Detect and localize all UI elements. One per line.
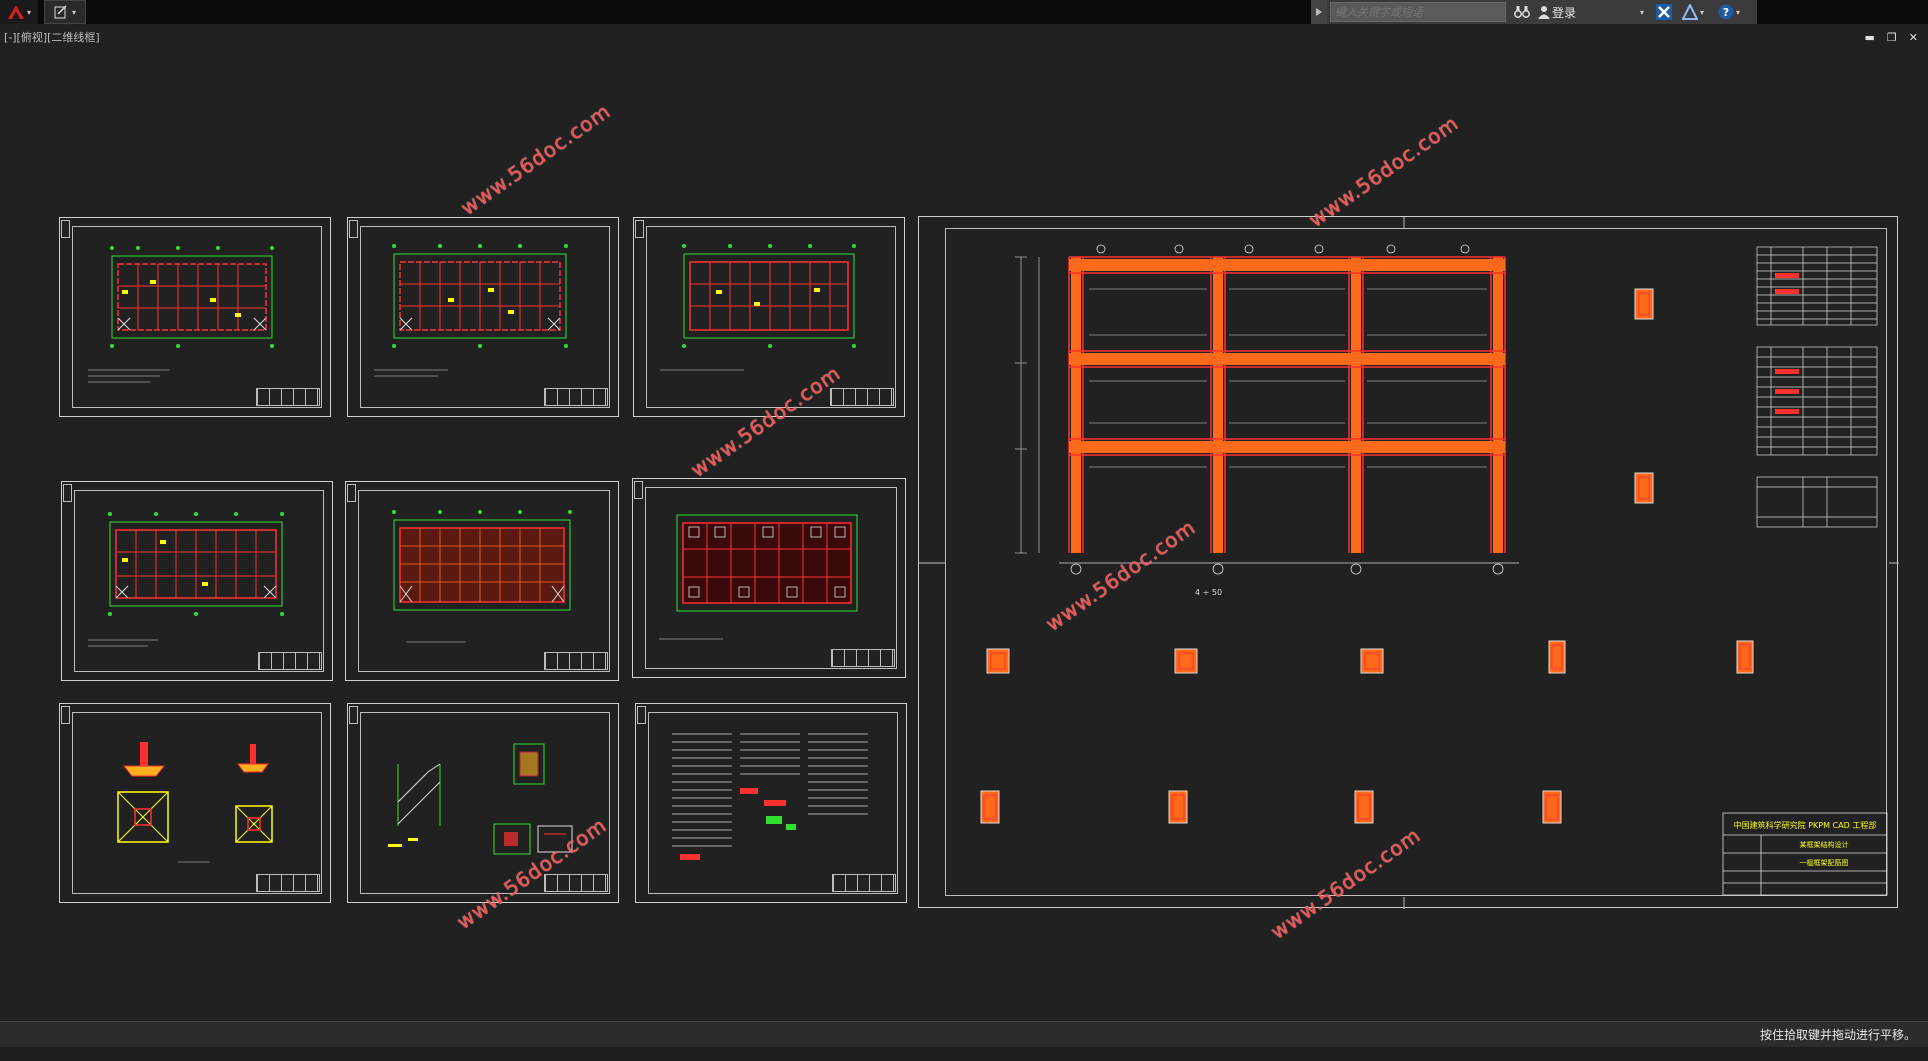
- infocenter: 登录 ▾ ▾ ? ▾: [1311, 0, 1757, 24]
- document-edit-icon: [54, 5, 67, 19]
- drawing-sheet-2[interactable]: [347, 217, 619, 417]
- slab-reinforcement-drawing: [392, 510, 572, 643]
- title-block-project: 某框架结构设计: [1800, 840, 1849, 849]
- floor-plan-drawing: [374, 244, 568, 377]
- viewport-controls-label[interactable]: [-][俯视][二维线框]: [4, 31, 100, 44]
- minimize-icon[interactable]: ▬: [1864, 31, 1875, 44]
- floor-plan-drawing: [88, 246, 274, 383]
- help-dropdown-arrow-icon[interactable]: ▾: [1736, 7, 1741, 17]
- beam-plan-drawing: [659, 514, 858, 640]
- status-bar: 按住拾取键并拖动进行平移。: [0, 1021, 1928, 1061]
- title-block-drawing-name: 一榀框架配筋图: [1800, 858, 1849, 867]
- chevron-down-icon: ▾: [26, 7, 31, 17]
- floor-plan-drawing: [88, 512, 284, 647]
- drawing-sheet-8[interactable]: [347, 703, 619, 903]
- application-menu-button[interactable]: ▾: [0, 0, 38, 24]
- quick-access-button[interactable]: ▾: [44, 0, 86, 24]
- drawing-sheet-9[interactable]: [635, 703, 907, 903]
- autocad-logo-icon: [7, 5, 24, 19]
- drawing-sheet-4[interactable]: [61, 481, 333, 681]
- drawing-sheet-5[interactable]: [345, 481, 619, 681]
- stair-detail-drawing: [388, 743, 573, 855]
- status-message: 按住拾取键并拖动进行平移。: [1759, 1028, 1916, 1042]
- close-icon[interactable]: ✕: [1908, 31, 1918, 44]
- watermark-text: www.56doc.com: [456, 98, 616, 220]
- user-icon[interactable]: [1538, 0, 1550, 24]
- autodesk-a360-icon[interactable]: [1682, 0, 1699, 24]
- exchange-apps-icon[interactable]: [1656, 0, 1673, 24]
- drawing-sheet-6[interactable]: [632, 478, 906, 678]
- foundation-detail-drawing: [117, 742, 273, 863]
- expand-search-arrow-icon[interactable]: [1311, 0, 1327, 24]
- floor-plan-drawing: [660, 244, 856, 371]
- dropdown-arrow-icon: ▾: [71, 7, 76, 17]
- scale-label: 4 ÷ 50: [1195, 588, 1222, 597]
- drawing-sheet-7[interactable]: [59, 703, 331, 903]
- frame-elevation-drawing: 4 ÷ 50: [919, 217, 1899, 909]
- svg-text:?: ?: [1723, 6, 1729, 19]
- design-notes-drawing: [672, 733, 868, 860]
- login-button[interactable]: 登录: [1552, 5, 1577, 20]
- drawing-sheet-1[interactable]: [59, 217, 331, 417]
- watermark-text: www.56doc.com: [1304, 110, 1464, 232]
- binoculars-search-icon[interactable]: [1514, 0, 1530, 24]
- search-input[interactable]: [1330, 2, 1506, 22]
- login-dropdown-arrow-icon[interactable]: ▾: [1640, 7, 1645, 17]
- a360-dropdown-arrow-icon[interactable]: ▾: [1700, 7, 1705, 17]
- restore-icon[interactable]: ❐: [1886, 31, 1897, 44]
- title-bar: ▾ ▾ 登录 ▾: [0, 0, 1928, 24]
- viewport-window-controls: ▬ ❐ ✕: [1865, 31, 1919, 44]
- help-icon[interactable]: ?: [1718, 0, 1734, 24]
- main-drawing-sheet[interactable]: 4 ÷ 50: [918, 216, 1899, 909]
- title-block-title: 中国建筑科学研究院 PKPM CAD 工程部: [1734, 820, 1877, 830]
- drawing-sheet-3[interactable]: [633, 217, 905, 417]
